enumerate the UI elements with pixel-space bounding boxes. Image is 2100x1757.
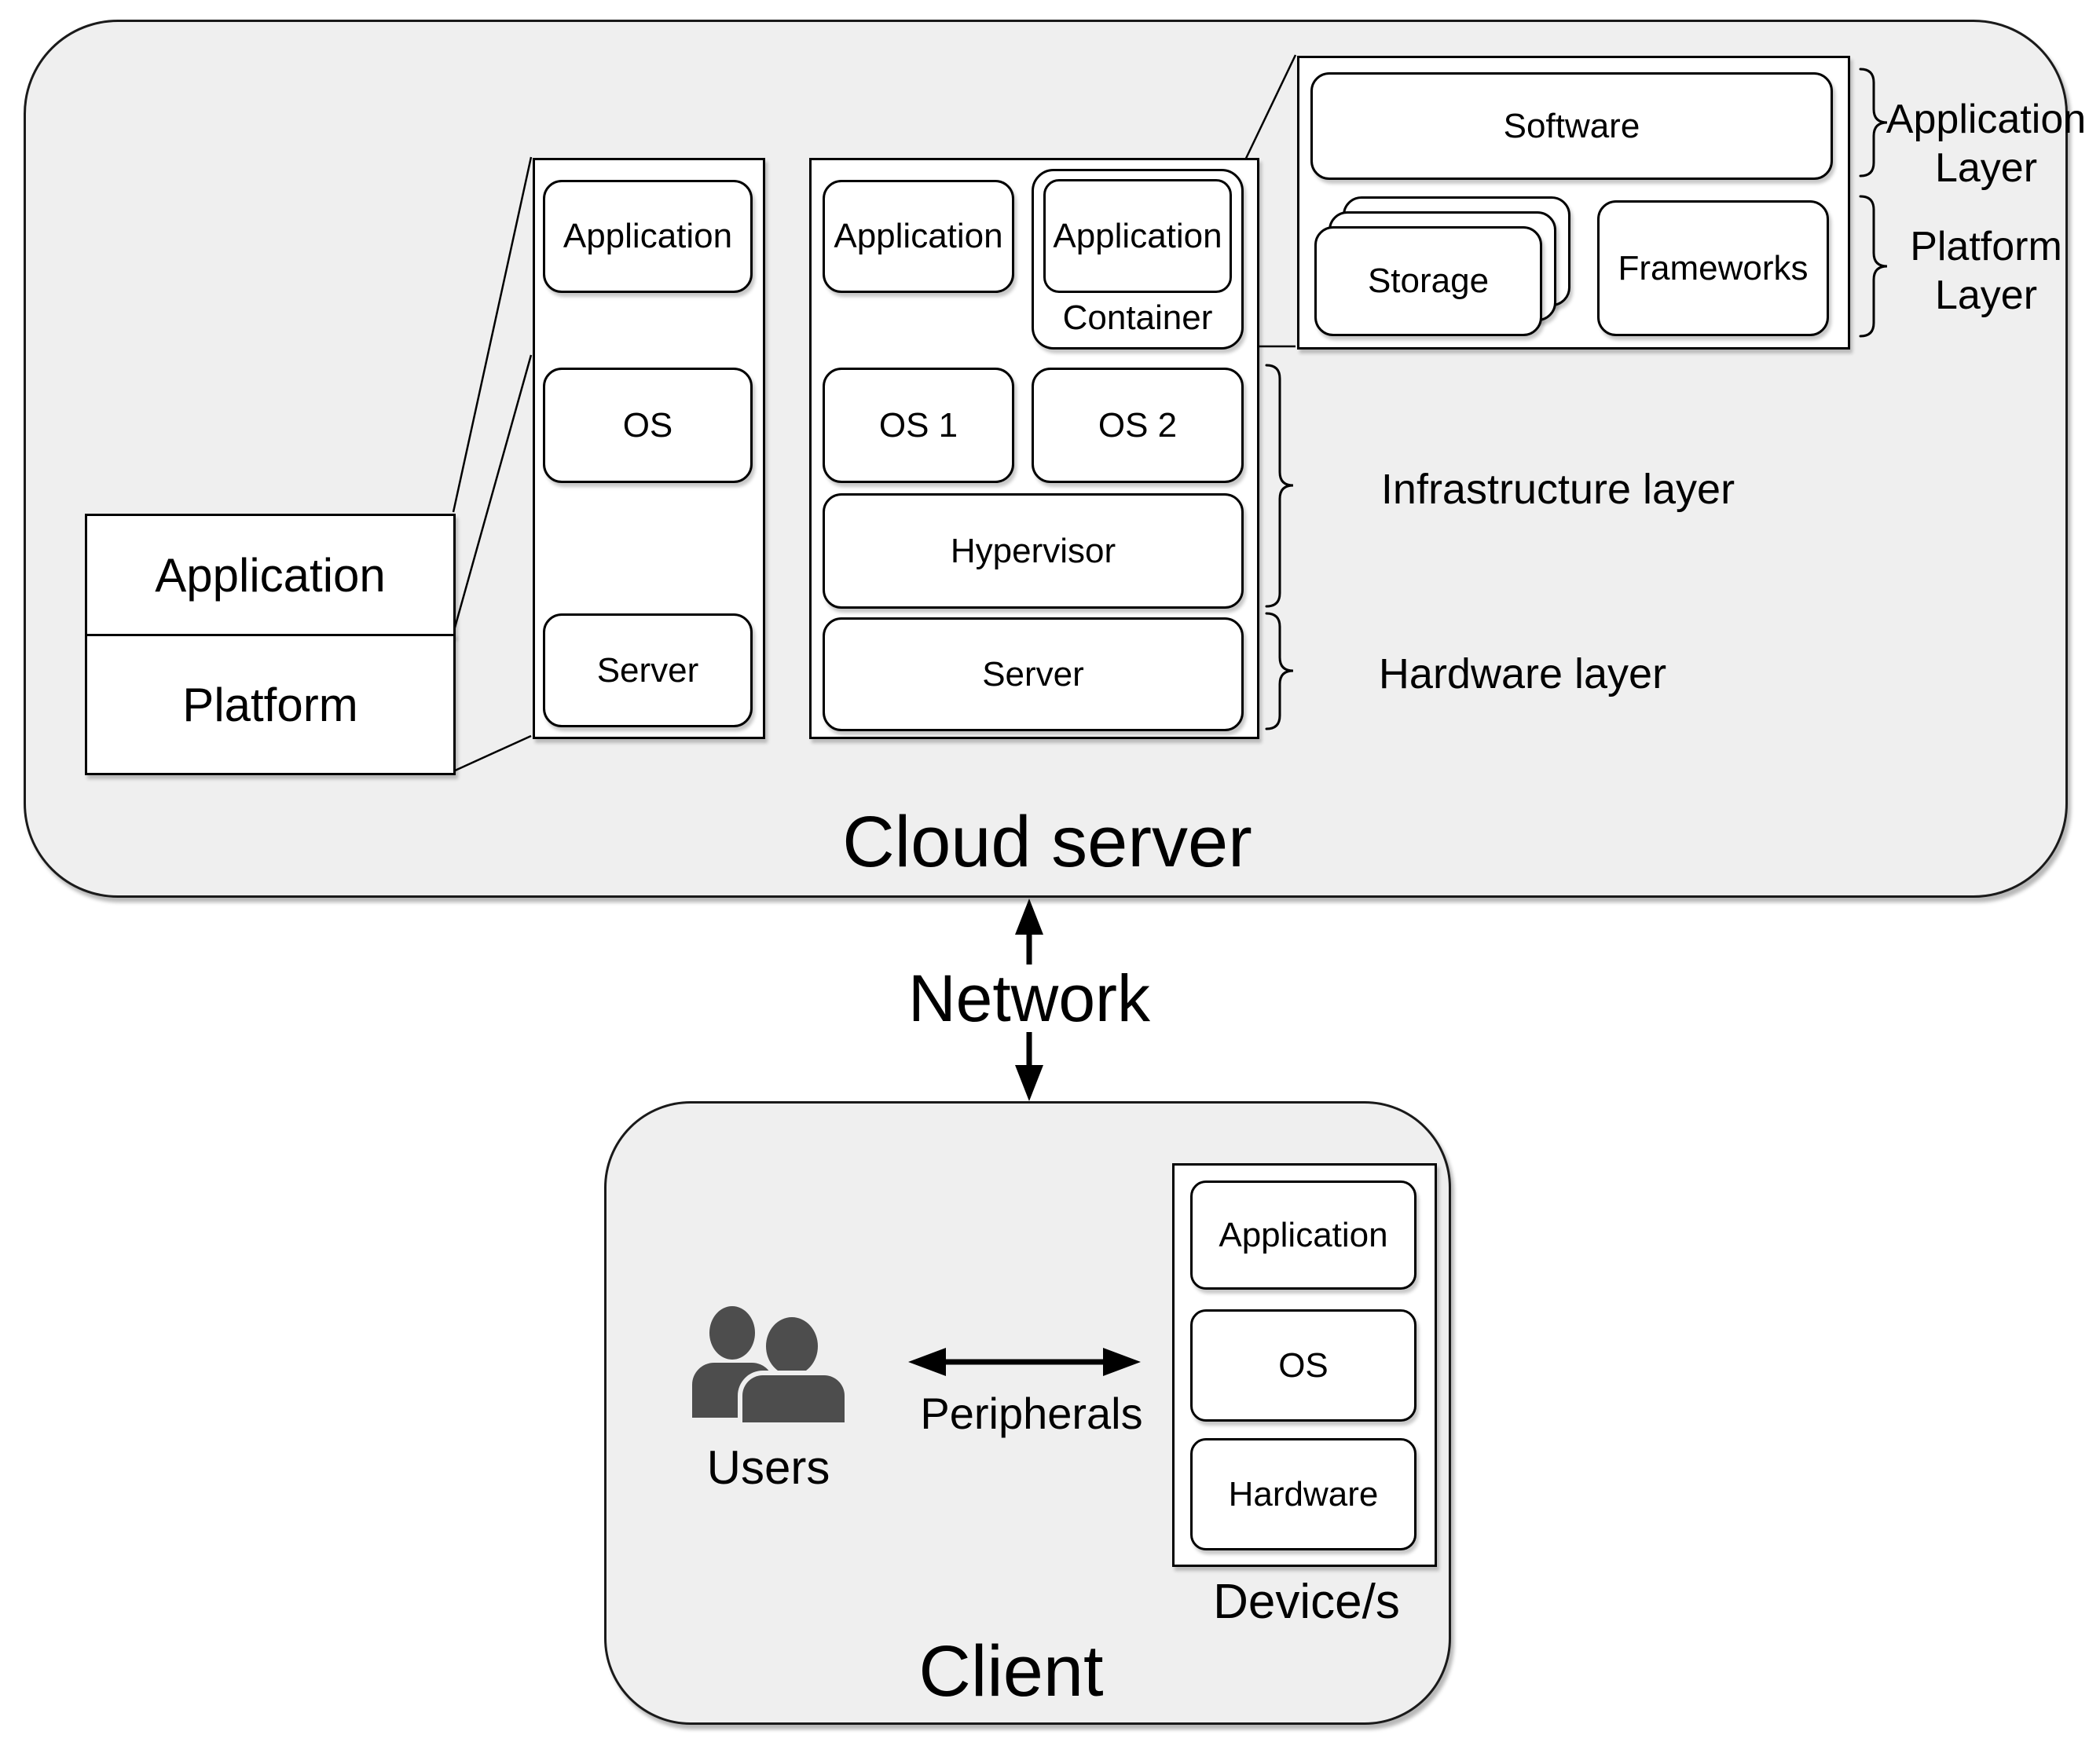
cloud-server-container: Cloud server Application Platform Applic… (24, 20, 2086, 898)
stack2-os1-box: OS 1 (823, 368, 1014, 483)
client-container: Client Users Peripherals Application OS … (604, 1101, 1451, 1725)
container-application-box: Application (1043, 179, 1232, 293)
hardware-layer-label: Hardware layer (1378, 650, 1667, 697)
user-front-head (761, 1312, 823, 1380)
device-label: Device/s (1213, 1575, 1400, 1630)
application-layer-line1: Application (1886, 97, 2087, 142)
stack1-os-box: OS (543, 368, 753, 483)
software-box: Software (1310, 72, 1833, 180)
application-layer-line2: Layer (1934, 145, 2038, 191)
device-application-box: Application (1190, 1180, 1416, 1290)
detail-application-box: Application (85, 514, 456, 636)
stack1-application-box: Application (543, 180, 753, 293)
user-back-head (709, 1306, 755, 1360)
frameworks-box: Frameworks (1597, 200, 1829, 336)
container-label: Container (1062, 298, 1213, 337)
stack2-application-box: Application (823, 180, 1014, 293)
network-label: Network (896, 961, 1163, 1035)
users-icon (692, 1305, 849, 1422)
cloud-server-title: Cloud server (842, 802, 1252, 883)
platform-layer-line2: Layer (1934, 273, 2038, 318)
stack2-hypervisor-box: Hypervisor (823, 493, 1244, 609)
device-hardware-box: Hardware (1190, 1438, 1416, 1550)
detail-platform-box: Platform (85, 634, 456, 775)
application-layer-label: Application Layer (1884, 95, 2088, 192)
device-os-box: OS (1190, 1309, 1416, 1422)
platform-layer-label: Platform Layer (1884, 222, 2088, 320)
stack2-os2-box: OS 2 (1032, 368, 1244, 483)
client-title: Client (918, 1631, 1104, 1712)
infrastructure-layer-label: Infrastructure layer (1380, 465, 1735, 513)
stack1-server-box: Server (543, 613, 753, 727)
storage-box: Storage (1314, 226, 1542, 336)
peripherals-label: Peripherals (920, 1388, 1143, 1438)
users-label: Users (706, 1440, 830, 1494)
user-front-body (738, 1371, 849, 1422)
platform-layer-line1: Platform (1910, 224, 2062, 269)
stack2-server-box: Server (823, 617, 1244, 731)
